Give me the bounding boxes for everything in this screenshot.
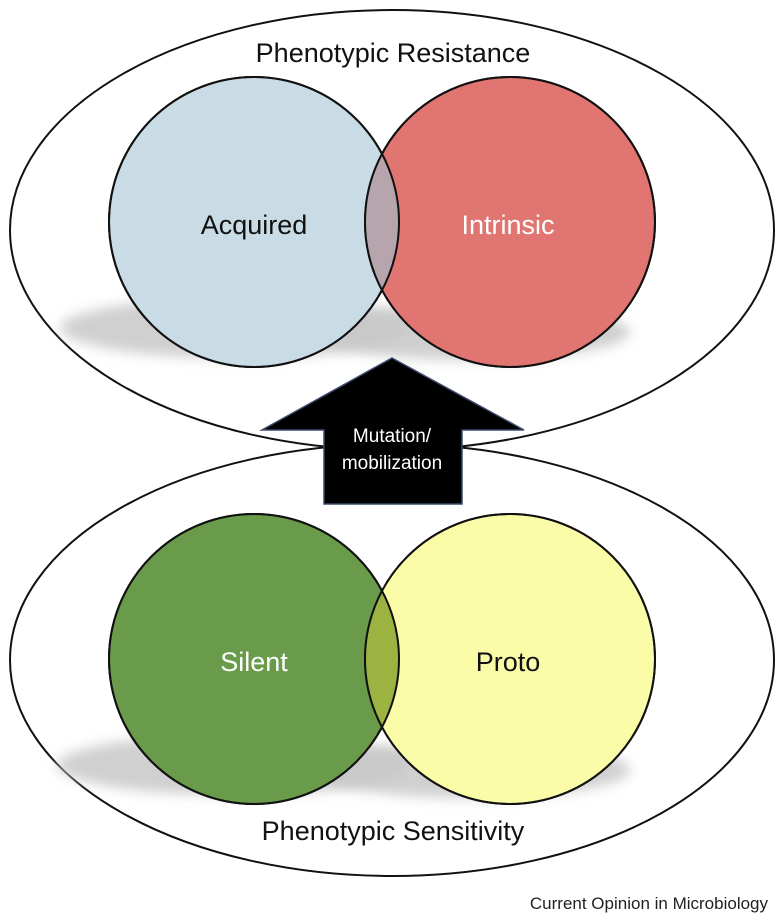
phenotypic-resistance-title: Phenotypic Resistance [256, 38, 531, 68]
arrow-label-line1: Mutation/ [353, 426, 432, 447]
intrinsic-label: Intrinsic [461, 210, 554, 240]
acquired-label: Acquired [201, 210, 308, 240]
silent-label: Silent [220, 647, 288, 677]
phenotypic-sensitivity-title: Phenotypic Sensitivity [262, 816, 525, 846]
acquired-circle-outline [108, 76, 400, 368]
phenotypic-resistance-group: Acquired Intrinsic Phenotypic Resistance [9, 9, 775, 451]
proto-circle-outline [364, 513, 656, 805]
up-arrow-icon [259, 357, 525, 505]
intrinsic-circle-outline [364, 76, 656, 368]
proto-label: Proto [476, 647, 541, 677]
journal-credit: Current Opinion in Microbiology [529, 894, 768, 913]
arrow-label-line2: mobilization [342, 453, 442, 474]
mutation-mobilization-arrow: Mutation/ mobilization [259, 357, 525, 505]
phenotypic-sensitivity-group: Silent Proto Phenotypic Sensitivity [9, 443, 775, 877]
silent-circle-outline [108, 513, 400, 805]
